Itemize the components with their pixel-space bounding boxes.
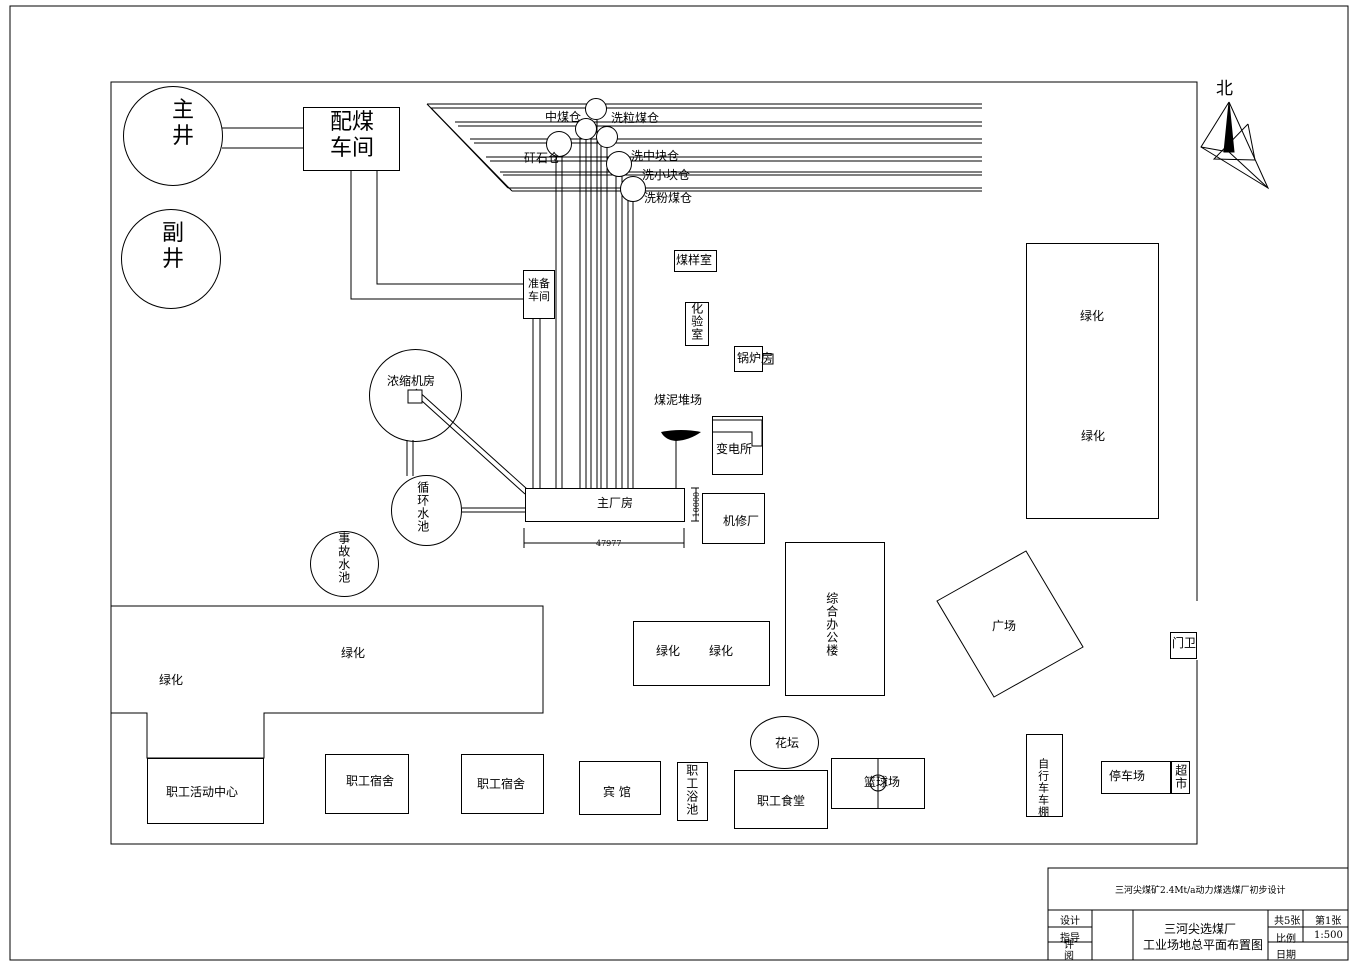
circulating-pool-label: 循环水池 xyxy=(415,481,430,533)
main-plant-label: 主厂房 xyxy=(597,496,634,510)
hotel xyxy=(579,761,661,815)
thickener xyxy=(369,349,462,442)
activity-center xyxy=(147,758,264,824)
gate-house-label: 门卫 xyxy=(1172,636,1197,650)
greenery-central xyxy=(633,621,770,686)
substation xyxy=(712,416,763,475)
main-plant xyxy=(525,488,685,522)
greenery-label-1: 绿化 xyxy=(1080,309,1105,323)
silo-washed-small-block-label: 洗小块仓 xyxy=(642,168,691,182)
silo-extra xyxy=(596,126,618,148)
hotel-label: 宾 馆 xyxy=(603,785,631,799)
flower-bed xyxy=(750,716,819,769)
supermarket-label: 超市 xyxy=(1173,764,1188,790)
dormitory-2 xyxy=(461,754,544,814)
office-building-label: 综合办公楼 xyxy=(824,592,839,657)
office-building xyxy=(785,542,885,696)
title-block-review-label: 评阅 xyxy=(1064,940,1074,962)
silo-washed-grain-label: 洗粒煤仓 xyxy=(611,111,660,125)
aux-shaft xyxy=(121,209,221,309)
main-shaft xyxy=(123,86,223,186)
dormitory-2-label: 职工宿舍 xyxy=(477,777,526,791)
boiler-room-label: 锅炉房 xyxy=(737,351,774,365)
activity-center-label: 职工活动中心 xyxy=(166,785,239,799)
silo-washed-grain xyxy=(585,98,607,120)
gate-house xyxy=(1170,632,1197,659)
title-block-date-label: 日期 xyxy=(1276,950,1296,961)
bath-house-label: 职工浴池 xyxy=(684,764,699,816)
thickener-label: 浓缩机房 xyxy=(387,374,436,388)
title-block-sheet-no: 第1张 xyxy=(1315,916,1342,927)
title-block-drawing-title-1: 三河尖选煤厂 xyxy=(1164,922,1237,936)
title-block-scale-value: 1:500 xyxy=(1314,930,1343,941)
boiler-room xyxy=(734,346,763,372)
greenery-label-3: 绿化 xyxy=(656,644,681,658)
silo-washed-mid-block-label: 洗中块仓 xyxy=(631,149,680,163)
greenery-east xyxy=(1026,243,1159,519)
basketball-court xyxy=(831,758,925,809)
dormitory-1 xyxy=(325,754,409,814)
coal-blending-workshop xyxy=(303,107,400,171)
sample-room-label: 煤样室 xyxy=(676,253,713,267)
lab-label: 化验室 xyxy=(689,302,704,341)
title-block-drawing-title-2: 工业场地总平面布置图 xyxy=(1143,938,1264,952)
title-block-scale-label: 比例 xyxy=(1276,934,1296,945)
main-plant-length-dim: 47977 xyxy=(596,539,622,548)
north-label: 北 xyxy=(1216,79,1233,99)
silo-gangue xyxy=(546,131,572,157)
repair-shop xyxy=(702,493,765,544)
prep-workshop-label: 准备车间 xyxy=(528,277,550,303)
north-arrow-icon xyxy=(1200,101,1270,190)
aux-shaft-label: 副井 xyxy=(161,221,184,273)
basketball-court-label: 篮球场 xyxy=(864,775,901,789)
circulating-pool xyxy=(391,475,462,546)
main-shaft-label: 主井 xyxy=(171,98,194,150)
greenery-label-2: 绿化 xyxy=(1081,429,1106,443)
title-block-design-label: 设计 xyxy=(1060,916,1080,927)
canteen-label: 职工食堂 xyxy=(757,794,806,808)
prep-workshop xyxy=(523,270,555,319)
silo-washed-mid-block xyxy=(606,151,632,177)
canteen xyxy=(734,770,828,829)
silo-washed-fine-label: 洗粉煤仓 xyxy=(644,191,693,205)
emergency-pool-label: 事故水池 xyxy=(336,532,351,584)
title-block-project: 三河尖煤矿2.4Mt/a动力煤选煤厂初步设计 xyxy=(1115,886,1286,896)
parking-lot xyxy=(1101,761,1171,794)
parking-lot-label: 停车场 xyxy=(1109,769,1146,783)
main-plant-width-dim: 10000 xyxy=(692,491,702,518)
dormitory-1-label: 职工宿舍 xyxy=(346,774,395,788)
title-block-sheets-total: 共5张 xyxy=(1274,916,1301,927)
silo-washed-fine xyxy=(620,176,646,202)
supermarket xyxy=(1171,761,1190,794)
greenery-label-5: 绿化 xyxy=(341,646,366,660)
bike-shed-label: 自行车车棚 xyxy=(1036,758,1050,818)
flower-bed-label: 花坛 xyxy=(775,736,800,750)
bike-shed xyxy=(1026,734,1063,817)
coal-blending-label: 配煤车间 xyxy=(329,110,374,162)
slime-yard-label: 煤泥堆场 xyxy=(654,393,703,407)
silo-mid-coal-label: 中煤仓 xyxy=(545,110,582,124)
sample-room xyxy=(674,250,717,272)
emergency-pool xyxy=(310,531,379,597)
repair-shop-label: 机修厂 xyxy=(723,514,760,528)
greenery-label-6: 绿化 xyxy=(159,673,184,687)
lab xyxy=(685,302,709,346)
title-block-guide-label: 指导 xyxy=(1060,933,1080,944)
greenery-label-4: 绿化 xyxy=(709,644,734,658)
bath-house xyxy=(677,762,708,821)
substation-label: 变电所 xyxy=(716,442,753,456)
silo-mid-coal xyxy=(575,118,597,140)
square-label: 广场 xyxy=(992,619,1017,633)
silo-gangue-label: 矸石仓 xyxy=(524,151,561,165)
